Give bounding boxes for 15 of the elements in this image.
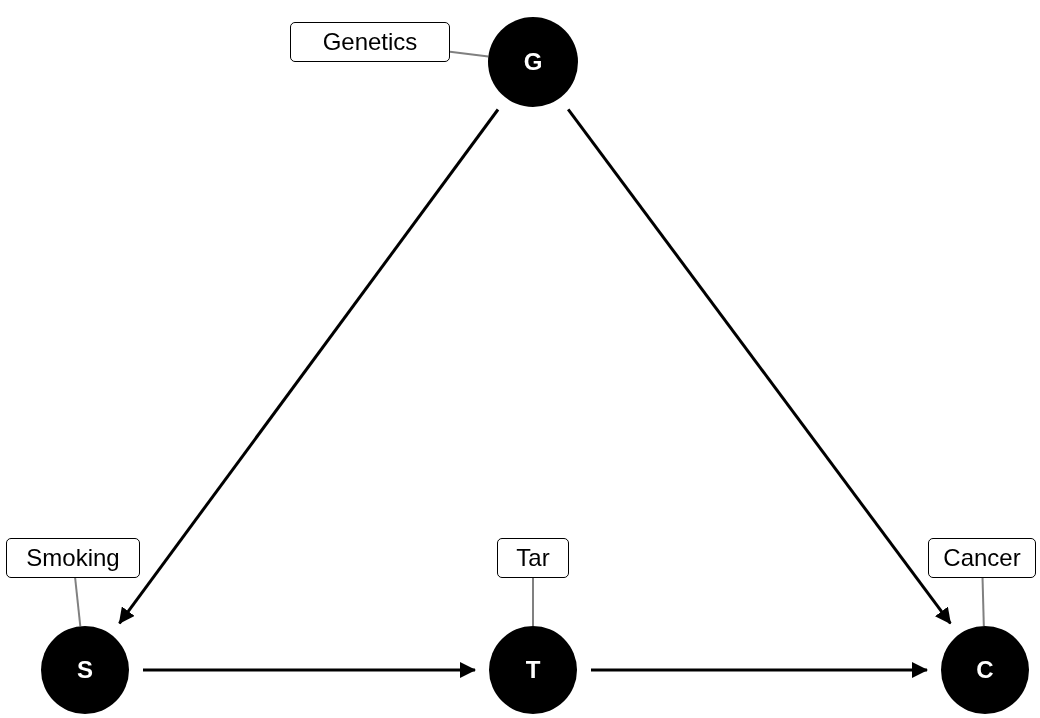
variable-label: Smoking — [6, 538, 140, 578]
leader-line — [74, 577, 82, 628]
leader-line — [532, 577, 534, 627]
leader-line — [981, 577, 985, 627]
arrow — [118, 108, 500, 625]
variable-label: Cancer — [928, 538, 1036, 578]
variable-node: G — [488, 17, 578, 107]
variable-node: T — [489, 626, 577, 714]
variable-node: S — [41, 626, 129, 714]
variable-node: C — [941, 626, 1029, 714]
arrow — [591, 662, 928, 678]
arrow — [143, 662, 476, 678]
variable-label: Genetics — [290, 22, 450, 62]
arrow — [567, 108, 952, 625]
variable-label: Tar — [497, 538, 569, 578]
